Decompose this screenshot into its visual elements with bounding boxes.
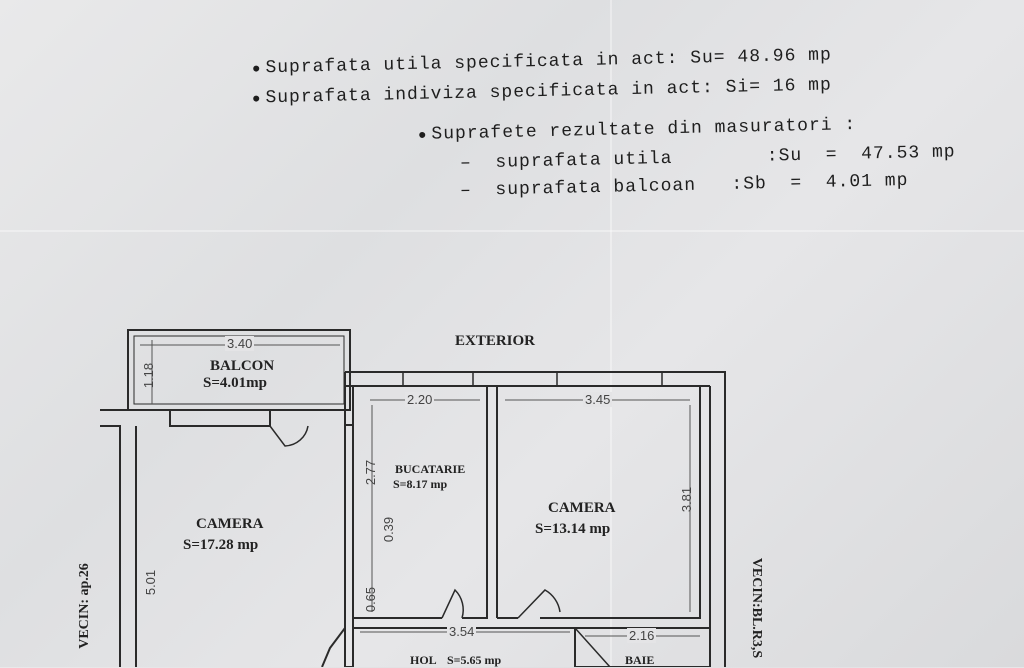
camera2-width-dim: 3.45 (583, 392, 613, 407)
kitchen-dim-3: 0.65 (363, 586, 379, 613)
paper-crease (610, 0, 612, 667)
kitchen-width-dim: 2.20 (405, 392, 435, 407)
hol-width-dim: 3.54 (447, 624, 477, 639)
door-swing-balcony (269, 425, 309, 447)
baie-name: BAIE (625, 653, 655, 667)
balcony-area: S=4.01mp (203, 375, 267, 391)
door-swing-kitchen (441, 588, 464, 619)
neighbor-left-label: VECIN: ap.26 (76, 563, 92, 649)
hol-name: HOL (410, 653, 437, 667)
exterior-label: EXTERIOR (455, 333, 536, 349)
camera2-name: CAMERA (548, 500, 616, 516)
balcony-width-dim: 3.40 (225, 336, 255, 351)
kitchen-depth-dim: 2.77 (363, 459, 379, 486)
camera1-name: CAMERA (196, 516, 264, 532)
door-swing-room2 (517, 589, 561, 619)
neighbor-right-label: VECIN:BL.R3,S (749, 557, 765, 659)
window-room2 (556, 371, 663, 387)
balcony-door-frame (169, 409, 271, 427)
paper-crease (0, 230, 1024, 232)
camera1-depth-dim: 5.01 (143, 569, 159, 596)
camera2-depth-dim: 3.81 (679, 486, 695, 513)
window-kitchen (402, 371, 474, 387)
hol-area: S=5.65 mp (447, 653, 502, 667)
door-swing-bath (574, 627, 611, 667)
kitchen-area: S=8.17 mp (393, 477, 448, 491)
baie-width-dim: 2.16 (627, 628, 657, 643)
balcony-name: BALCON (210, 358, 275, 374)
balcony-depth-dim: 1.18 (141, 362, 157, 389)
kitchen-name: BUCATARIE (395, 462, 466, 476)
kitchen-dim-2: 0.39 (381, 516, 397, 543)
camera2-area: S=13.14 mp (535, 521, 611, 537)
camera1-area: S=17.28 mp (183, 537, 259, 553)
